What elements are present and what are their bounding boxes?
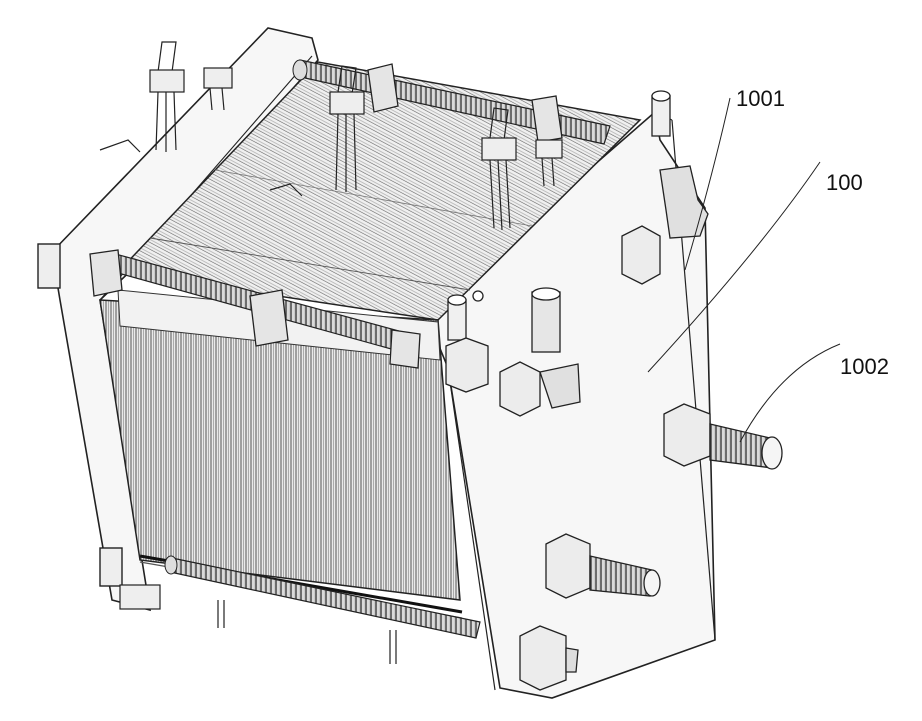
- label-100: 100: [826, 170, 863, 195]
- label-1001: 1001: [736, 86, 785, 111]
- reference-labels: 1001 100 1002: [736, 86, 889, 379]
- label-1002: 1002: [840, 354, 889, 379]
- fitting-lower-right: [664, 404, 782, 469]
- leader-1002: [740, 344, 840, 442]
